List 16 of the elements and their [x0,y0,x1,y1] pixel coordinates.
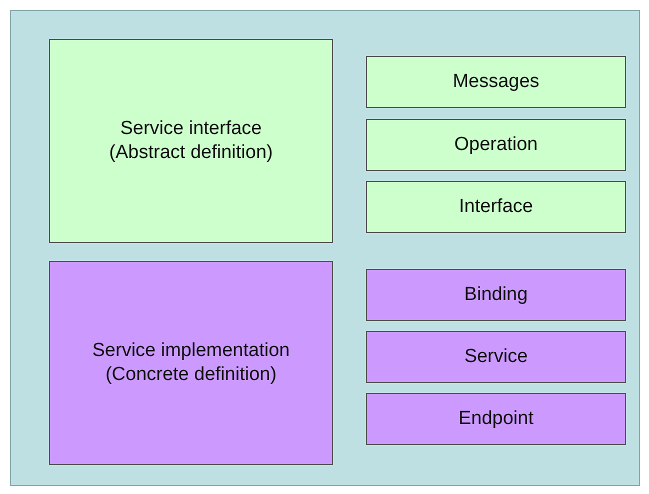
element-label: Binding [464,283,528,307]
element-box [366,181,626,233]
section-box [49,261,333,465]
section-title: Service interface (Abstract definition) [108,117,274,165]
section-box [49,39,333,243]
element-box [366,56,626,108]
element-label: Service [464,345,528,369]
element-box [366,269,626,321]
section-title: Service implementation (Concrete definition) [91,339,291,387]
element-box [366,119,626,171]
element-box [366,331,626,383]
element-label: Interface [459,195,533,219]
element-label: Operation [454,133,538,157]
element-label: Endpoint [458,407,534,431]
element-label: Messages [452,70,540,94]
element-box [366,393,626,445]
